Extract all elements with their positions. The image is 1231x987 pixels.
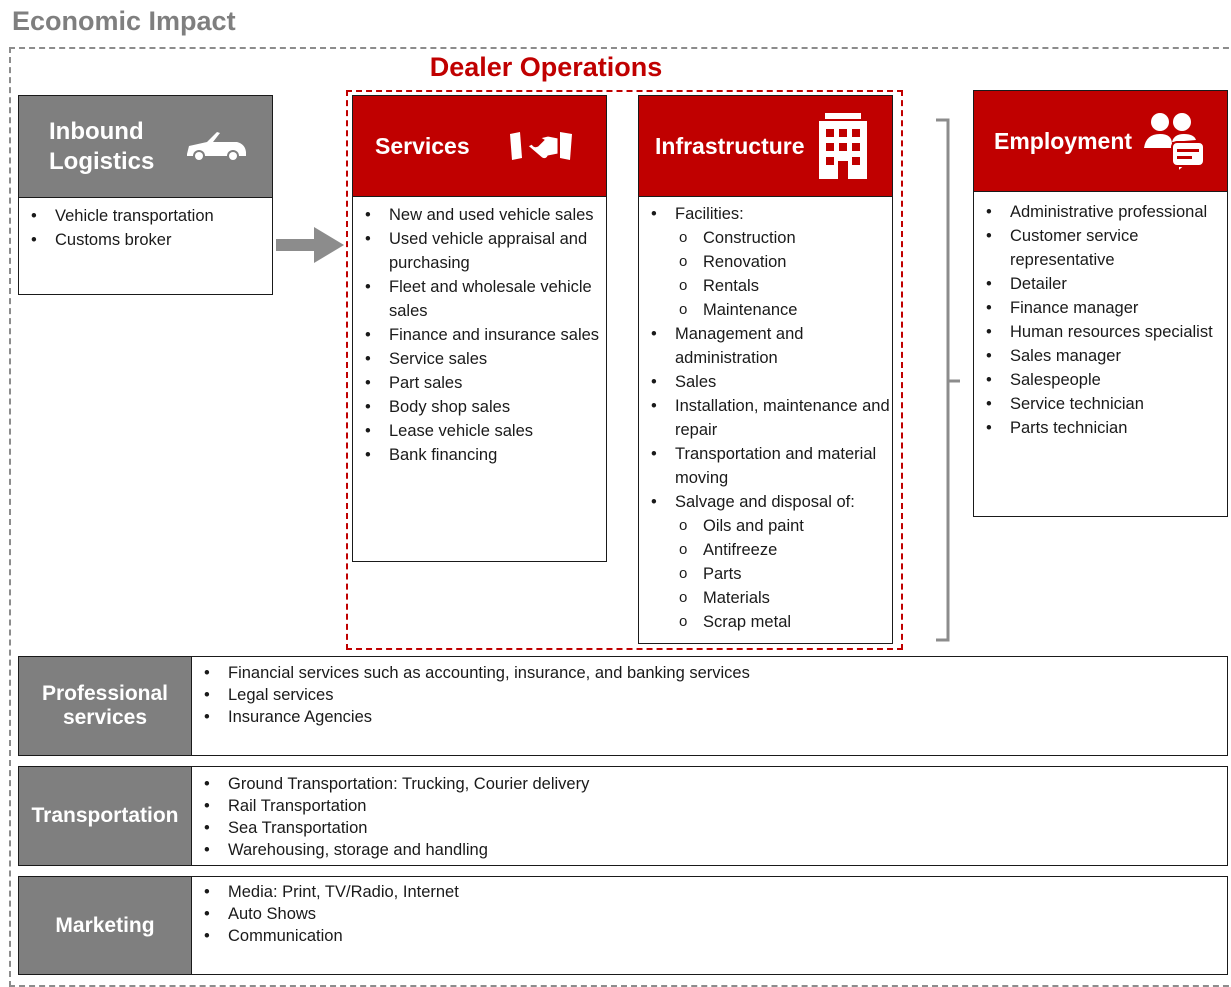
marketing-list-item: Auto Shows [192, 903, 1227, 925]
services-list: New and used vehicle salesUsed vehicle a… [353, 203, 606, 467]
inbound-logistics-list: Vehicle transportationCustoms broker [19, 204, 272, 252]
dealer-operations-frame [346, 90, 903, 650]
employment-list: Administrative professionalCustomer serv… [974, 200, 1227, 440]
employment-list-item: Human resources specialist [974, 320, 1227, 344]
employment-list-item: Sales manager [974, 344, 1227, 368]
services-header: Services [352, 95, 607, 197]
services-list-item: Finance and insurance sales [353, 323, 606, 347]
inbound-logistics-title: Inbound Logistics [49, 117, 155, 175]
marketing-list: Media: Print, TV/Radio, InternetAuto Sho… [192, 881, 1227, 947]
infrastructure-list-item: Parts [639, 562, 892, 586]
services-list-item: Body shop sales [353, 395, 606, 419]
professional-services-label: Professional services [18, 656, 192, 756]
employment-list-item: Service technician [974, 392, 1227, 416]
professional-services-list-item: Legal services [192, 684, 1227, 706]
infrastructure-list-item: Maintenance [639, 298, 892, 322]
employment-list-item: Finance manager [974, 296, 1227, 320]
page-title: Economic Impact [12, 6, 236, 36]
car-icon [181, 127, 251, 167]
services-list-item: Part sales [353, 371, 606, 395]
professional-services-list-box: Financial services such as accounting, i… [192, 656, 1228, 756]
infrastructure-list-item: Antifreeze [639, 538, 892, 562]
transportation-list-item: Rail Transportation [192, 795, 1227, 817]
infrastructure-list: Facilities:ConstructionRenovationRentals… [639, 202, 892, 634]
transportation-label: Transportation [18, 766, 192, 866]
infrastructure-list-item: Renovation [639, 250, 892, 274]
services-list-item: Bank financing [353, 443, 606, 467]
employment-list-item: Parts technician [974, 416, 1227, 440]
building-icon [817, 113, 869, 179]
transportation-list-box: Ground Transportation: Trucking, Courier… [192, 766, 1228, 866]
services-list-item: Fleet and wholesale vehicle sales [353, 275, 606, 323]
inbound-logistics-header: Inbound Logistics [18, 95, 273, 198]
inbound-logistics-list-item: Customs broker [19, 228, 272, 252]
professional-services-list-item: Insurance Agencies [192, 706, 1227, 728]
bracket-connector [936, 118, 960, 642]
infrastructure-list-item: Scrap metal [639, 610, 892, 634]
people-chat-icon [1142, 108, 1208, 174]
infrastructure-list-item: Sales [639, 370, 892, 394]
services-list-item: New and used vehicle sales [353, 203, 606, 227]
infrastructure-title: Infrastructure [655, 132, 805, 159]
inbound-logistics-list-item: Vehicle transportation [19, 204, 272, 228]
infrastructure-list-item: Oils and paint [639, 514, 892, 538]
marketing-list-item: Media: Print, TV/Radio, Internet [192, 881, 1227, 903]
transportation-list-item: Warehousing, storage and handling [192, 839, 1227, 861]
professional-services-list-item: Financial services such as accounting, i… [192, 662, 1227, 684]
professional-services-list: Financial services such as accounting, i… [192, 662, 1227, 728]
employment-title: Employment [994, 127, 1133, 154]
transportation-list: Ground Transportation: Trucking, Courier… [192, 773, 1227, 861]
infrastructure-list-item: Salvage and disposal of: [639, 490, 892, 514]
infrastructure-list-item: Rentals [639, 274, 892, 298]
marketing-list-box: Media: Print, TV/Radio, InternetAuto Sho… [192, 876, 1228, 975]
transportation-list-item: Sea Transportation [192, 817, 1227, 839]
infrastructure-list-item: Management and administration [639, 322, 892, 370]
marketing-list-item: Communication [192, 925, 1227, 947]
infrastructure-list-item: Facilities: [639, 202, 892, 226]
handshake-icon [508, 128, 574, 164]
infrastructure-list-item: Installation, maintenance and repair [639, 394, 892, 442]
services-list-item: Service sales [353, 347, 606, 371]
employment-header: Employment [973, 90, 1228, 192]
services-list-item: Used vehicle appraisal and purchasing [353, 227, 606, 275]
inbound-logistics-list-box: Vehicle transportationCustoms broker [18, 198, 273, 295]
employment-list-box: Administrative professionalCustomer serv… [973, 192, 1228, 517]
infrastructure-list-item: Transportation and material moving [639, 442, 892, 490]
infrastructure-header: Infrastructure [638, 95, 893, 197]
infrastructure-list-item: Materials [639, 586, 892, 610]
employment-list-item: Customer service representative [974, 224, 1227, 272]
flow-arrow-icon [276, 227, 344, 263]
infrastructure-list-box: Facilities:ConstructionRenovationRentals… [638, 197, 893, 644]
employment-list-item: Salespeople [974, 368, 1227, 392]
infrastructure-list-item: Construction [639, 226, 892, 250]
employment-list-item: Administrative professional [974, 200, 1227, 224]
employment-list-item: Detailer [974, 272, 1227, 296]
services-list-item: Lease vehicle sales [353, 419, 606, 443]
services-title: Services [375, 132, 470, 159]
dealer-operations-title: Dealer Operations [429, 52, 663, 82]
services-list-box: New and used vehicle salesUsed vehicle a… [352, 197, 607, 562]
marketing-label: Marketing [18, 876, 192, 975]
transportation-list-item: Ground Transportation: Trucking, Courier… [192, 773, 1227, 795]
